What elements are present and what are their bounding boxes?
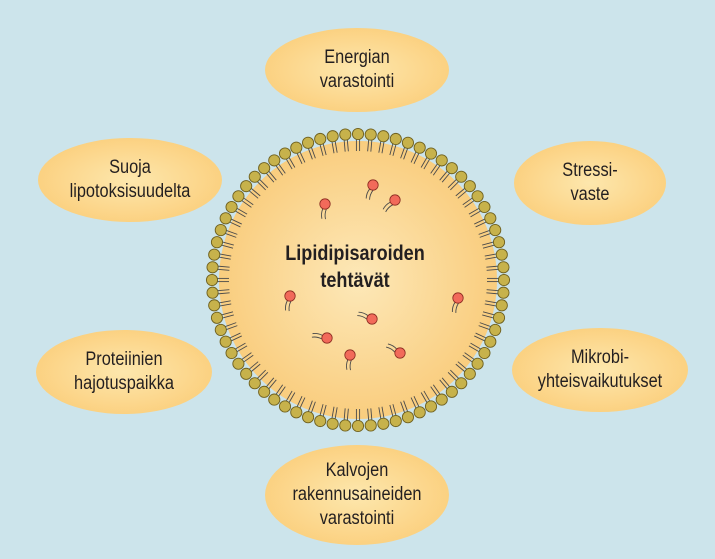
label-stress-response-line1: Stressi-	[562, 159, 617, 183]
center-title-line2: tehtävät	[265, 267, 446, 294]
label-microbe-interactions-line1: Mikrobi-	[538, 346, 662, 370]
label-lipotoxicity-protection: Suoja lipotoksisuudelta	[53, 150, 208, 210]
label-stress-response-line2: vaste	[562, 183, 617, 207]
center-title-line1: Lipidipisaroiden	[265, 240, 446, 267]
label-protein-degradation: Proteiinien hajotuspaikka	[48, 342, 199, 402]
label-protein-degradation-line2: hajotuspaikka	[74, 372, 174, 396]
label-microbe-interactions: Mikrobi- yhteisvaikutukset	[524, 340, 675, 400]
label-membrane-storage: Kalvojen rakennusaineiden varastointi	[280, 453, 435, 537]
label-protein-degradation-line1: Proteiinien	[74, 348, 174, 372]
label-energy-storage-line1: Energian	[320, 46, 394, 70]
label-lipotoxicity-protection-line2: lipotoksisuudelta	[70, 180, 191, 204]
label-lipotoxicity-protection-line1: Suoja	[70, 156, 191, 180]
label-membrane-storage-line1: Kalvojen	[292, 459, 421, 483]
label-energy-storage-line2: varastointi	[320, 70, 394, 94]
label-membrane-storage-line2: rakennusaineiden	[292, 483, 421, 507]
label-stress-response: Stressi- vaste	[526, 153, 655, 213]
label-energy-storage: Energian varastointi	[280, 40, 435, 100]
label-membrane-storage-line3: varastointi	[292, 507, 421, 531]
label-microbe-interactions-line2: yhteisvaikutukset	[538, 370, 662, 394]
center-title: Lipidipisaroiden tehtävät	[265, 240, 446, 300]
